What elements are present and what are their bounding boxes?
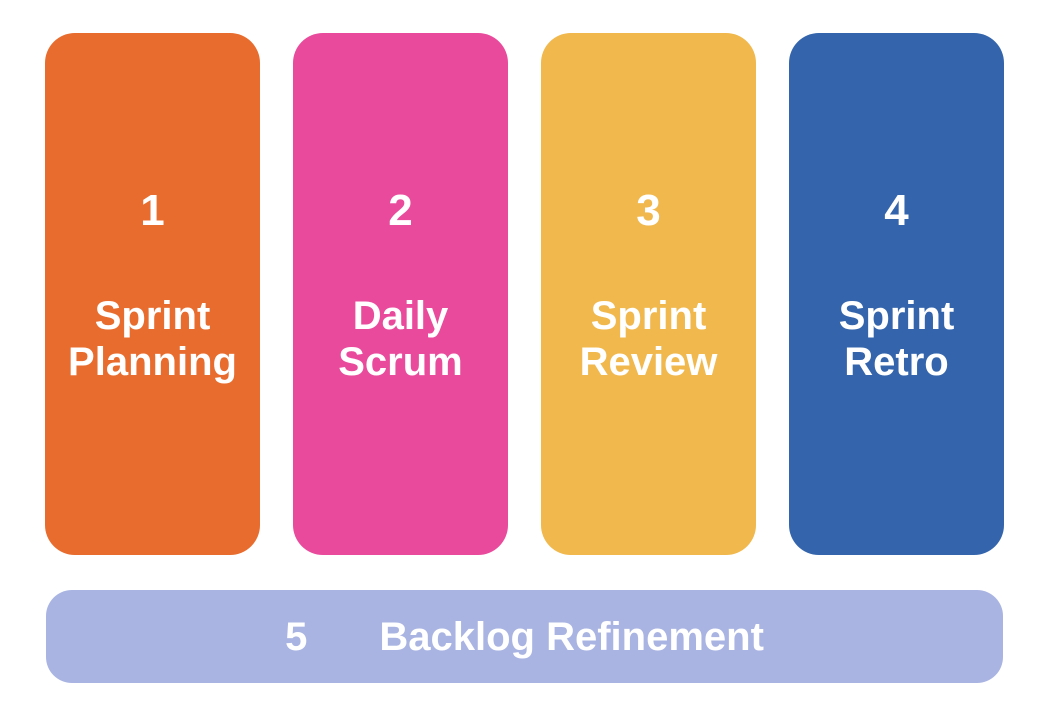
bar-label: Backlog Refinement [379,614,764,659]
column-label-line: Sprint [94,294,211,338]
column-daily-scrum: 2 Daily Scrum [293,33,508,555]
columns-row: 1 Sprint Planning 2 Daily Scrum 3 Sprint… [45,33,1004,555]
column-label: Sprint Planning [68,293,237,385]
column-number: 2 [388,186,413,235]
column-label-line: Sprint [838,294,955,338]
column-label-line: Review [579,340,718,384]
column-label-line: Planning [68,340,237,384]
bar-backlog-refinement: 5 Backlog Refinement [46,590,1003,683]
column-label: Sprint Review [580,293,718,385]
column-number: 4 [884,186,909,235]
column-label: Sprint Retro [839,293,955,385]
column-label: Daily Scrum [338,293,463,385]
column-label-line: Scrum [338,340,463,384]
column-label-line: Sprint [590,294,707,338]
column-number: 1 [140,186,165,235]
column-sprint-planning: 1 Sprint Planning [45,33,260,555]
column-sprint-review: 3 Sprint Review [541,33,756,555]
column-sprint-retro: 4 Sprint Retro [789,33,1004,555]
column-label-line: Daily [352,294,449,338]
bar-number: 5 [285,614,308,659]
column-number: 3 [636,186,661,235]
column-label-line: Retro [844,340,949,384]
